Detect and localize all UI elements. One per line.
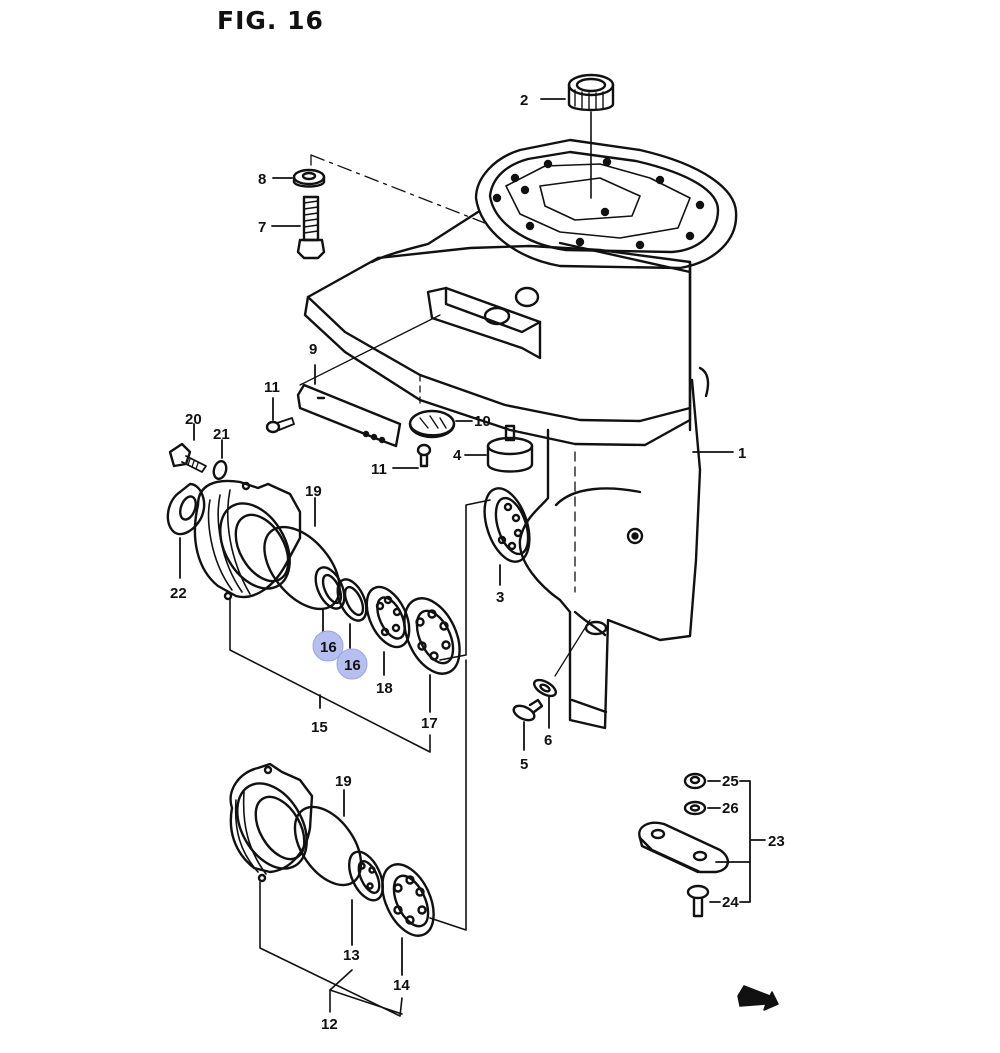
leader-dash-7-8: [310, 154, 491, 226]
callout-10: 10: [474, 413, 491, 430]
callout-13: 13: [343, 947, 360, 964]
highlight-marker-16b: [336, 648, 368, 680]
callout-12: 12: [321, 1016, 338, 1033]
callout-21: 21: [213, 426, 230, 443]
bearing-housing-lower: [229, 762, 403, 1017]
callout-9: 9: [309, 341, 317, 358]
part-17-bearing: [403, 597, 461, 713]
callout-14: 14: [393, 977, 410, 994]
leader-12: [329, 969, 403, 1015]
part-9-plate: [296, 364, 402, 448]
part-19-o-ring-upper: [263, 497, 341, 611]
part-4-rubber-mount: [464, 424, 534, 473]
callout-23: 23: [768, 833, 785, 850]
part-16-seal-b: [336, 578, 368, 649]
leader-15-right: [439, 499, 491, 661]
part-18-bearing: [365, 585, 411, 676]
callout-22: 22: [170, 585, 187, 602]
part-22-gasket: [166, 482, 206, 579]
part-25-nut: [683, 772, 721, 790]
part-13-bearing: [348, 850, 384, 946]
callout-2: 2: [520, 92, 528, 109]
callout-11-upper: 11: [264, 379, 280, 396]
part-20-bolt: [168, 423, 207, 473]
fwd-arrow-icon: [737, 985, 779, 1011]
callout-7: 7: [258, 219, 266, 236]
part-10-grommet: [408, 374, 473, 439]
callout-5: 5: [520, 756, 528, 773]
callout-19-lower: 19: [335, 773, 352, 790]
part-21-lockwasher: [212, 439, 228, 481]
callout-17: 17: [421, 715, 438, 732]
callout-16a: 16: [320, 639, 337, 656]
callout-20: 20: [185, 411, 202, 428]
part-26-washer: [683, 800, 721, 816]
part-3-ball-bearing: [483, 487, 531, 586]
callout-11-lower: 11: [371, 461, 387, 478]
leader-9: [299, 314, 441, 386]
callout-25: 25: [722, 773, 739, 790]
callout-24: 24: [722, 894, 739, 911]
part-11-screw-lower: [392, 443, 432, 469]
part-23-anode: [638, 821, 729, 874]
part-2-needle-bearing: [540, 73, 615, 199]
highlight-marker-16a: [312, 630, 344, 662]
callout-15: 15: [311, 719, 328, 736]
callout-19-upper: 19: [305, 483, 322, 500]
callout-3: 3: [496, 589, 504, 606]
bearing-housing-upper: [193, 479, 431, 753]
leader-12-right: [429, 659, 467, 931]
part-24-bolt: [686, 884, 721, 918]
callout-4: 4: [453, 447, 462, 464]
part-14-bearing: [381, 863, 435, 976]
part-8-washer: [272, 168, 326, 188]
part-16-seal-a: [314, 566, 346, 633]
bracket-23: [715, 780, 766, 903]
callout-18: 18: [376, 680, 393, 697]
callout-8: 8: [258, 171, 266, 188]
part-5-screw: [512, 698, 544, 751]
callout-1: 1: [738, 445, 746, 462]
part-11-screw-upper: [265, 397, 295, 434]
figure-title: FIG. 16: [217, 6, 324, 35]
callout-16b: 16: [344, 657, 361, 674]
gearcase-housing: [303, 138, 738, 730]
callout-26: 26: [722, 800, 739, 817]
part-7-bolt: [271, 195, 326, 260]
part-6-washer: [532, 619, 591, 729]
callout-6: 6: [544, 732, 552, 749]
